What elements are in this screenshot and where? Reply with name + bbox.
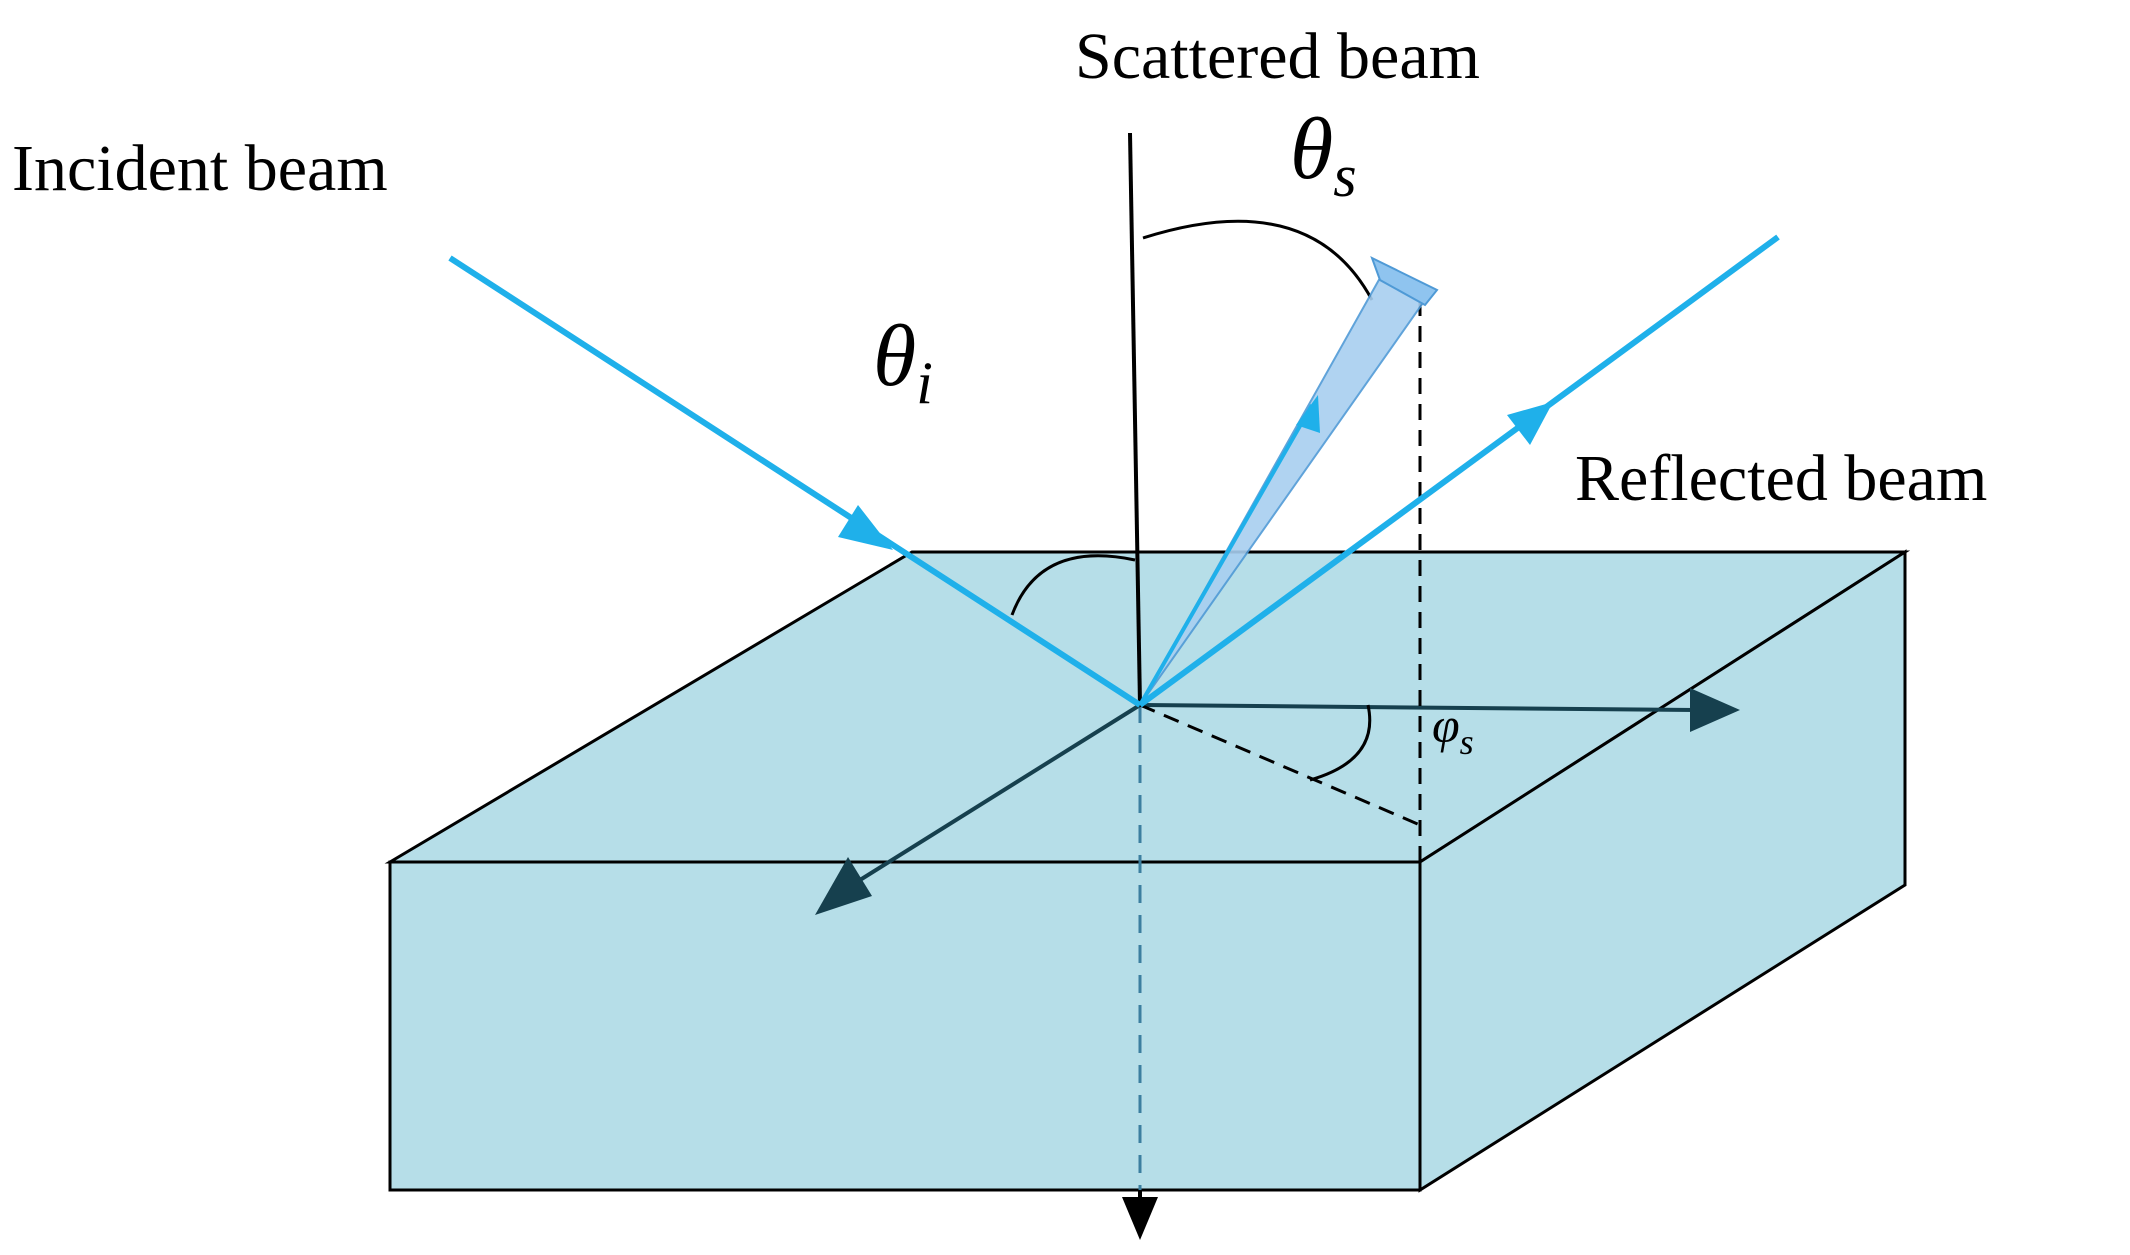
theta-i-symbol: θi xyxy=(873,308,933,416)
down-arrow-icon xyxy=(1122,1197,1158,1240)
sample-block xyxy=(384,549,1911,1193)
scattered-beam-center-line xyxy=(1138,404,1314,706)
axis-x-arrowhead-icon xyxy=(1690,688,1740,732)
surface-normal-line xyxy=(1128,132,1142,706)
theta-i-arc xyxy=(1010,554,1136,616)
reflected-beam-arrowhead-icon xyxy=(1507,402,1553,445)
incident-beam xyxy=(448,255,1142,708)
scattered-beam-cone xyxy=(1138,256,1439,706)
reflected-beam-label: Reflected beam xyxy=(1575,442,1987,515)
incident-beam-label: Incident beam xyxy=(12,132,388,205)
phi-s-arc xyxy=(1309,704,1372,782)
reflected-beam xyxy=(1138,234,1780,708)
axis-x xyxy=(1139,688,1740,732)
axis-y xyxy=(815,703,1142,915)
incident-beam-arrowhead-icon xyxy=(838,505,893,550)
phi-s-symbol: φs xyxy=(1432,697,1474,762)
theta-s-symbol: θs xyxy=(1290,101,1357,209)
block-right-face xyxy=(1418,549,1907,1193)
theta-s-arc xyxy=(1142,219,1374,301)
axis-y-arrowhead-icon xyxy=(815,857,872,915)
scattered-beam-arrowhead-icon xyxy=(1296,395,1320,433)
scattered-beam-label: Scattered beam xyxy=(1075,20,1480,93)
scattered-cone-top xyxy=(1370,256,1439,307)
block-front-face xyxy=(388,860,1422,1192)
